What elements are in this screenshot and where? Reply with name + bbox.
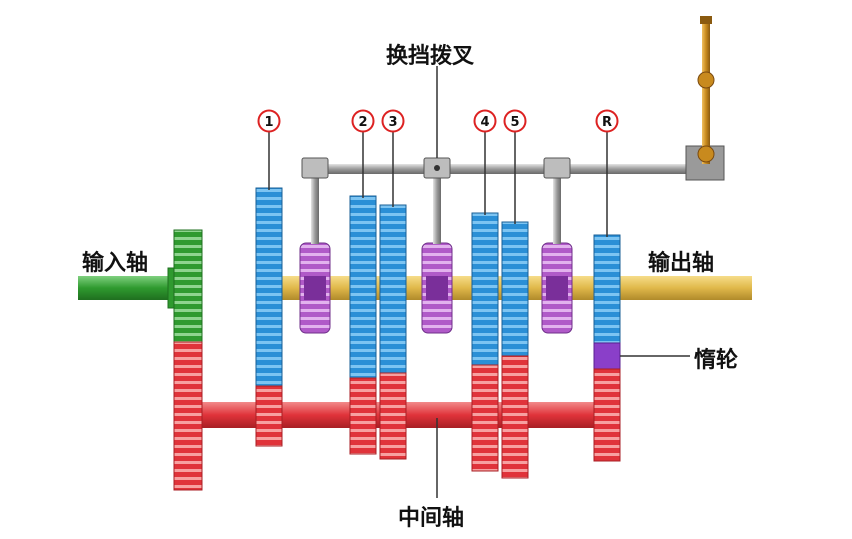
gear-marker-5: 5 [503, 109, 527, 133]
shift-lever [702, 22, 710, 164]
gear-marker-r-text: R [602, 115, 612, 130]
gear-marker-1-text: 1 [264, 115, 273, 130]
gear-marker-3-text: 3 [388, 115, 397, 130]
idler-gear [593, 342, 621, 370]
gear-marker-5-text: 5 [510, 115, 519, 130]
fork-stem-2 [433, 174, 441, 244]
synchro-3-4-collar [426, 276, 448, 300]
fork-stem-1 [311, 174, 319, 244]
gear-4-output [471, 212, 499, 366]
gear-marker-4-text: 4 [480, 115, 489, 130]
countershaft-label: 中间轴 [398, 506, 465, 531]
gear-5-counter [501, 355, 529, 479]
gear-marker-r: R [595, 109, 619, 133]
gear-4-counter [471, 364, 499, 472]
input-gear [173, 229, 203, 343]
gear-marker-2-text: 2 [358, 115, 367, 130]
fork-block-3 [543, 157, 571, 179]
gear-3-counter [379, 372, 407, 460]
gear-1-output [255, 187, 283, 387]
gear-1-counter [255, 385, 283, 447]
gear-marker-3: 3 [381, 109, 405, 133]
synchro-1-2-collar [304, 276, 326, 300]
gear-5-output [501, 221, 529, 357]
fork-block-1 [301, 157, 329, 179]
output-shaft-label: 输出轴 [648, 251, 715, 276]
lever-joint-top [697, 71, 715, 89]
shift-rail [302, 164, 692, 174]
idler-gear-label: 惰轮 [694, 348, 739, 373]
gear-2-output [349, 195, 377, 379]
fork-pin-2 [434, 165, 440, 171]
counter-drive-gear [173, 341, 203, 491]
gear-marker-2: 2 [351, 109, 375, 133]
gear-2-counter [349, 377, 377, 455]
gear-r-output [593, 234, 621, 344]
lever-joint-bottom [697, 145, 715, 163]
gear-marker-4: 4 [473, 109, 497, 133]
input-shaft-label: 输入轴 [82, 251, 149, 276]
fork-stem-3 [553, 174, 561, 244]
synchro-5-r-collar [546, 276, 568, 300]
gear-3-output [379, 204, 407, 374]
shift-fork-label: 换挡拨叉 [386, 44, 475, 69]
gear-r-counter [593, 368, 621, 462]
gear-marker-1: 1 [257, 109, 281, 133]
shift-lever-tip [700, 16, 712, 24]
